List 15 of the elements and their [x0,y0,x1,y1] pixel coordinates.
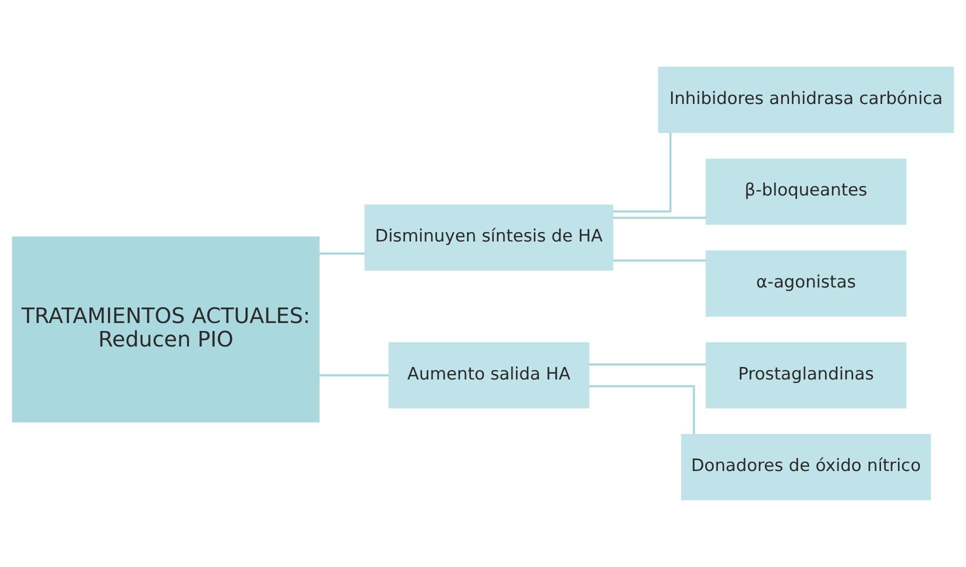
node-box: Aumento salida HA [388,342,590,408]
node-box: Prostaglandinas [706,342,906,408]
node-box: Disminuyen síntesis de HA [364,204,614,271]
connector [612,132,672,212]
connector [588,385,695,434]
connector [588,363,706,366]
node-box: Donadores de óxido nítrico [681,434,931,500]
connector [612,259,706,262]
node-box: β-bloqueantes [706,158,906,225]
node-box: α-agonistas [706,250,906,317]
node-box: TRATAMIENTOS ACTUALES: Reducen PIO [12,236,320,422]
connector [612,216,706,219]
connector [319,374,389,376]
node-box: Inhibidores anhidrasa carbónica [658,66,954,133]
connector [319,252,365,255]
